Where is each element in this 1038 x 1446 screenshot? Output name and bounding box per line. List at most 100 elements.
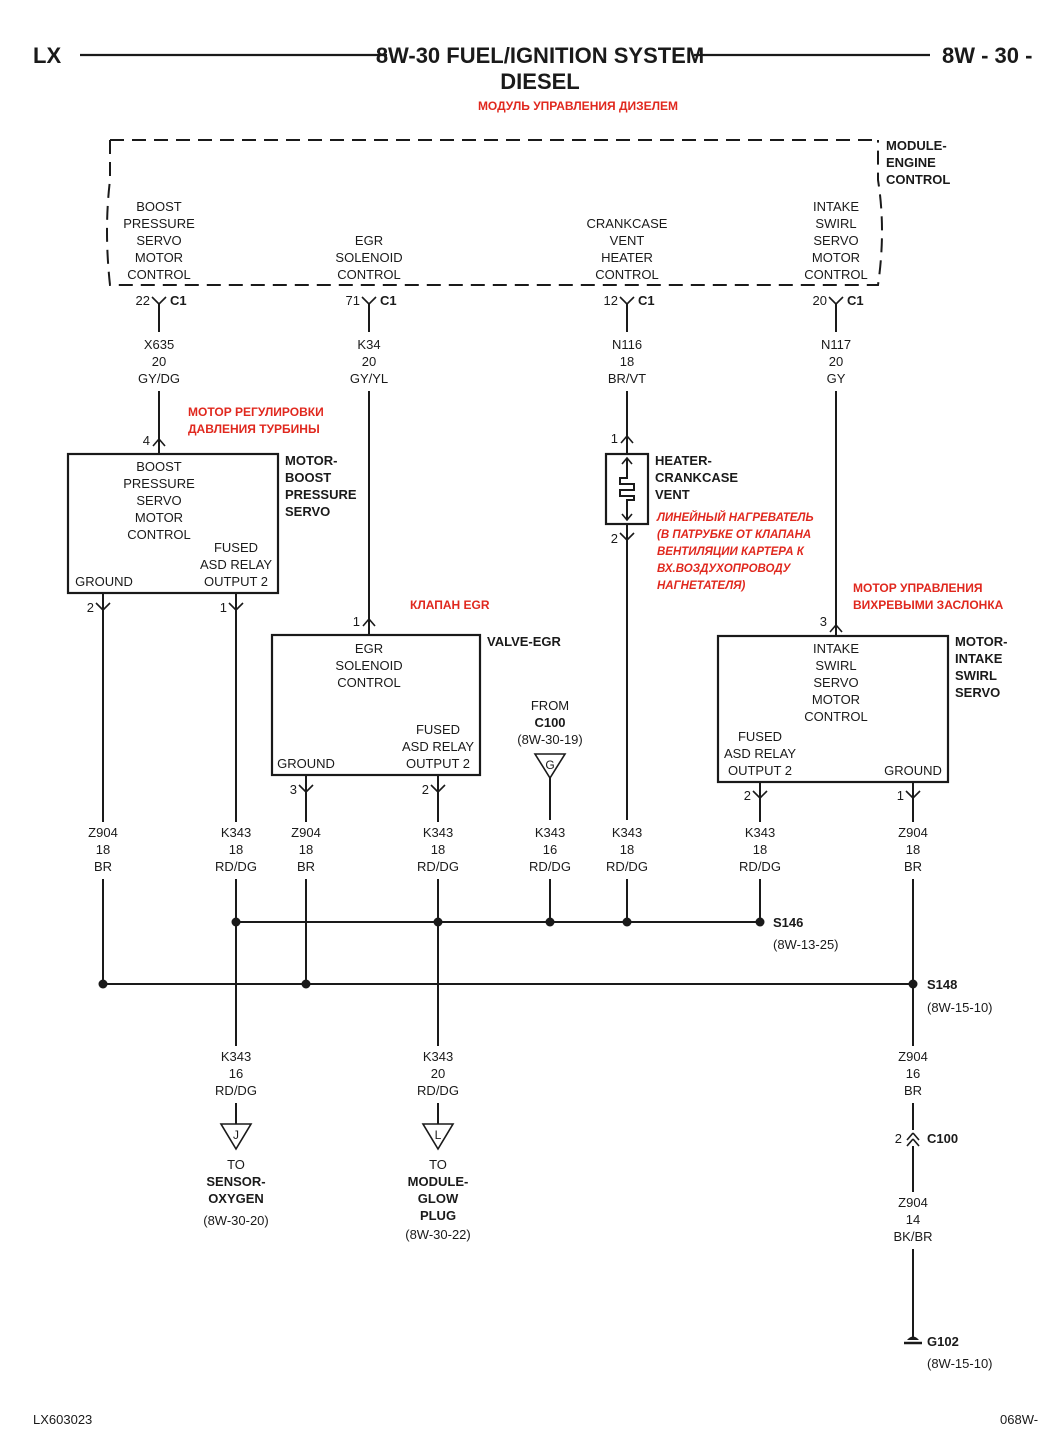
fused-label: OUTPUT 2 xyxy=(406,756,470,771)
wire-gauge: 18 xyxy=(96,842,110,857)
wire-gauge: 16 xyxy=(543,842,557,857)
ecm-label-line: PRESSURE xyxy=(123,216,195,231)
wire-gauge: 18 xyxy=(906,842,920,857)
to-module-glow-plug: K343 20 RD/DG L TO MODULE- GLOW PLUG (8W… xyxy=(405,1049,471,1242)
ecm-pin-crankcase: CRANKCASE VENT HEATER CONTROL xyxy=(587,216,668,282)
destination-ref: (8W-30-20) xyxy=(203,1213,269,1228)
wire-color: BR/VT xyxy=(608,371,646,386)
wire-labels: Z904 18 BR K343 18 RD/DG Z904 18 BR K343… xyxy=(88,610,928,1046)
wire-gauge: 18 xyxy=(620,842,634,857)
to-sensor-oxygen: K343 16 RD/DG J TO SENSOR- OXYGEN (8W-30… xyxy=(203,1049,269,1228)
splice-name: S146 xyxy=(773,915,803,930)
wire-code: Z904 xyxy=(898,1049,928,1064)
inner-label: PRESSURE xyxy=(123,476,195,491)
pin-number: 22 xyxy=(136,293,150,308)
inner-label: CONTROL xyxy=(337,675,401,690)
wire-label-6: K343 18 RD/DG xyxy=(606,825,648,922)
pin-number: 1 xyxy=(611,431,618,446)
wire-gauge: 20 xyxy=(431,1066,445,1081)
motor-boost-pressure-servo: МОТОР РЕГУЛИРОВКИ ДАВЛЕНИЯ ТУРБИНЫ 4 BOO… xyxy=(66,405,357,615)
wire-code: X635 xyxy=(144,337,174,352)
ecm-label-line: SERVO xyxy=(813,233,858,248)
destination-ref: (8W-30-22) xyxy=(405,1227,471,1242)
wire-code: N117 xyxy=(821,337,851,352)
ecm-label-line: BOOST xyxy=(136,199,182,214)
component-name: VENT xyxy=(655,487,690,502)
pin-number: 3 xyxy=(290,782,297,797)
connector-letter: J xyxy=(233,1128,239,1142)
footer-left: LX603023 xyxy=(33,1412,92,1427)
page-title: 8W-30 FUEL/IGNITION SYSTEM xyxy=(376,43,704,68)
inner-label: INTAKE xyxy=(813,641,859,656)
wire-gauge: 14 xyxy=(906,1212,920,1227)
ru-swirl-2: ВИХРЕВЫМИ ЗАСЛОНКА xyxy=(853,598,1004,612)
wire-label-8: Z904 18 BR xyxy=(898,798,928,1046)
connector-letter: G xyxy=(545,758,554,772)
wire-label-3: Z904 18 BR xyxy=(291,792,321,984)
wire-code: K343 xyxy=(221,825,251,840)
component-name: INTAKE xyxy=(955,651,1003,666)
ecm-label-line: MOTOR xyxy=(812,250,860,265)
wire-color: BR xyxy=(904,1083,922,1098)
pin-number: 1 xyxy=(353,614,360,629)
splice-dot xyxy=(433,917,443,927)
ground-icon xyxy=(907,1336,919,1340)
pin-number: 12 xyxy=(604,293,618,308)
ru-heater: НАГНЕТАТЕЛЯ) xyxy=(657,580,745,592)
component-name: MOTOR- xyxy=(285,453,337,468)
wire-label-2: K343 18 RD/DG xyxy=(215,610,257,1046)
page-subtitle: DIESEL xyxy=(500,69,579,94)
valve-egr: КЛАПАН EGR 1 EGR SOLENOID CONTROL FUSED … xyxy=(270,598,562,797)
ground-label: GROUND xyxy=(884,763,942,778)
wire-code: Z904 xyxy=(898,1195,928,1210)
header-right: 8W - 30 - 2 xyxy=(942,43,1038,68)
fused-label: FUSED xyxy=(416,722,460,737)
inner-label: MOTOR xyxy=(812,692,860,707)
ground-g102: Z904 16 BR 2 C100 Z904 14 BK/BR G102 (8W… xyxy=(893,1049,992,1371)
pin-number: 1 xyxy=(897,788,904,803)
from-c100: FROM C100 (8W-30-19) G xyxy=(517,698,583,820)
wire-color: RD/DG xyxy=(417,1083,459,1098)
heater-crankcase-vent: 1 HEATER- CRANKCASE VENT ЛИНЕЙНЫЙ НАГРЕВ… xyxy=(604,431,814,820)
wire-gauge: 16 xyxy=(906,1066,920,1081)
wire-code: K343 xyxy=(423,1049,453,1064)
wire-color: RD/DG xyxy=(215,1083,257,1098)
splice-dot xyxy=(231,917,241,927)
inner-label: CONTROL xyxy=(127,527,191,542)
wire-color: BR xyxy=(297,859,315,874)
ru-heater: (В ПАТРУБКЕ ОТ КЛАПАНА xyxy=(657,529,811,541)
inner-label: SERVO xyxy=(813,675,858,690)
component-name: SERVO xyxy=(285,504,330,519)
wire-color: GY/DG xyxy=(138,371,180,386)
component-name: PRESSURE xyxy=(285,487,357,502)
wire-code: Z904 xyxy=(898,825,928,840)
pin-number: 71 xyxy=(346,293,360,308)
wire-label-4: K343 18 RD/DG xyxy=(417,792,459,1046)
splice-s148: S148 (8W-15-10) xyxy=(98,977,993,1015)
inner-label: BOOST xyxy=(136,459,182,474)
wire-color: GY xyxy=(827,371,846,386)
wire-color: RD/DG xyxy=(739,859,781,874)
wire-code: K343 xyxy=(423,825,453,840)
ru-title: МОДУЛЬ УПРАВЛЕНИЯ ДИЗЕЛЕМ xyxy=(478,99,678,113)
ground-label: GROUND xyxy=(75,574,133,589)
wire-label-7: K343 18 RD/DG xyxy=(739,798,781,922)
wire-gauge: 20 xyxy=(152,354,166,369)
splice-dot xyxy=(301,979,311,989)
pin-number: 2 xyxy=(744,788,751,803)
wire-gauge: 18 xyxy=(620,354,634,369)
connector-id: C1 xyxy=(170,293,187,308)
ecm-pin-egr: EGR SOLENOID CONTROL xyxy=(335,233,402,282)
wire-color: RD/DG xyxy=(417,859,459,874)
to-label: TO xyxy=(227,1157,245,1172)
ecm-name-2: ENGINE xyxy=(886,155,936,170)
from-label: FROM xyxy=(531,698,569,713)
ecm-label-line: CRANKCASE xyxy=(587,216,668,231)
connector-id: C1 xyxy=(638,293,655,308)
splice-ref: (8W-15-10) xyxy=(927,1000,993,1015)
ground-label: GROUND xyxy=(277,756,335,771)
pin-number: 3 xyxy=(820,614,827,629)
ru-boost-1: МОТОР РЕГУЛИРОВКИ xyxy=(188,405,324,419)
header-left: LX xyxy=(33,43,61,68)
component-name: CRANKCASE xyxy=(655,470,738,485)
